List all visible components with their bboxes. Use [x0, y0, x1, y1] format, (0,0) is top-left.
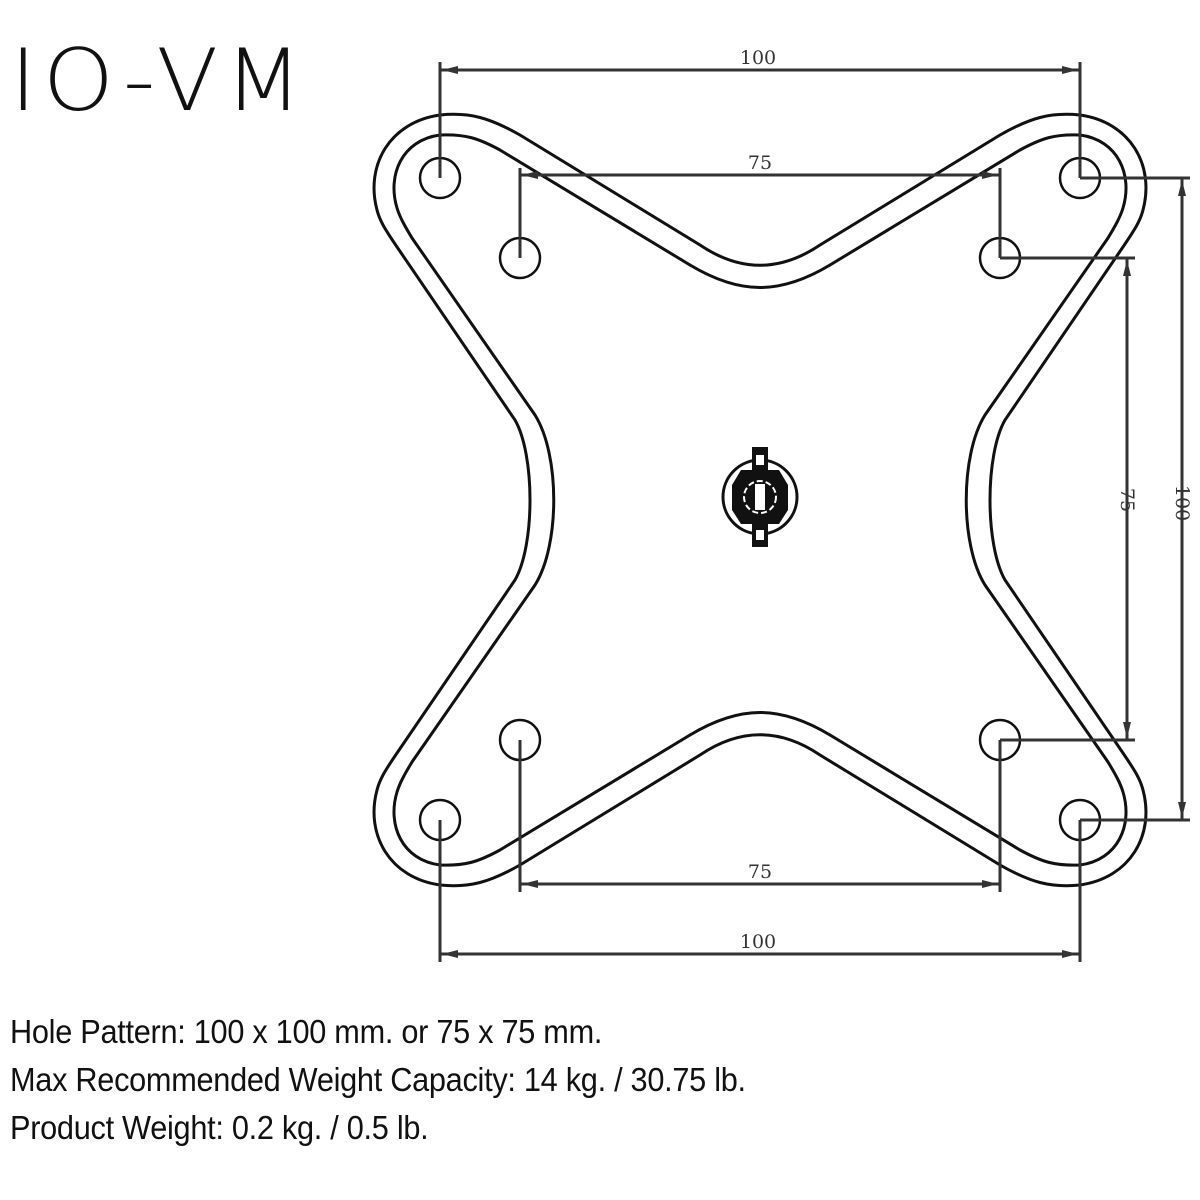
- dim-right-inner-label: 75: [1116, 488, 1138, 512]
- spec-list: Hole Pattern: 100 x 100 mm. or 75 x 75 m…: [10, 1008, 746, 1152]
- vesa-plate-drawing: 100 75 75 100 75 100: [372, 47, 1193, 962]
- dim-bottom-inner-label: 75: [748, 861, 772, 883]
- product-title: IO-VM: [10, 31, 309, 131]
- dim-right-outer-label: 100: [1171, 485, 1193, 521]
- dim-top-outer-label: 100: [740, 47, 776, 69]
- spec-product-weight: Product Weight: 0.2 kg. / 0.5 lb.: [10, 1109, 429, 1146]
- spec-weight-capacity: Max Recommended Weight Capacity: 14 kg. …: [10, 1061, 746, 1098]
- dim-top-inner-label: 75: [748, 152, 772, 174]
- dim-bottom-outer-label: 100: [740, 931, 776, 953]
- mount-knob-icon: [721, 447, 799, 547]
- spec-hole-pattern: Hole Pattern: 100 x 100 mm. or 75 x 75 m…: [10, 1013, 603, 1050]
